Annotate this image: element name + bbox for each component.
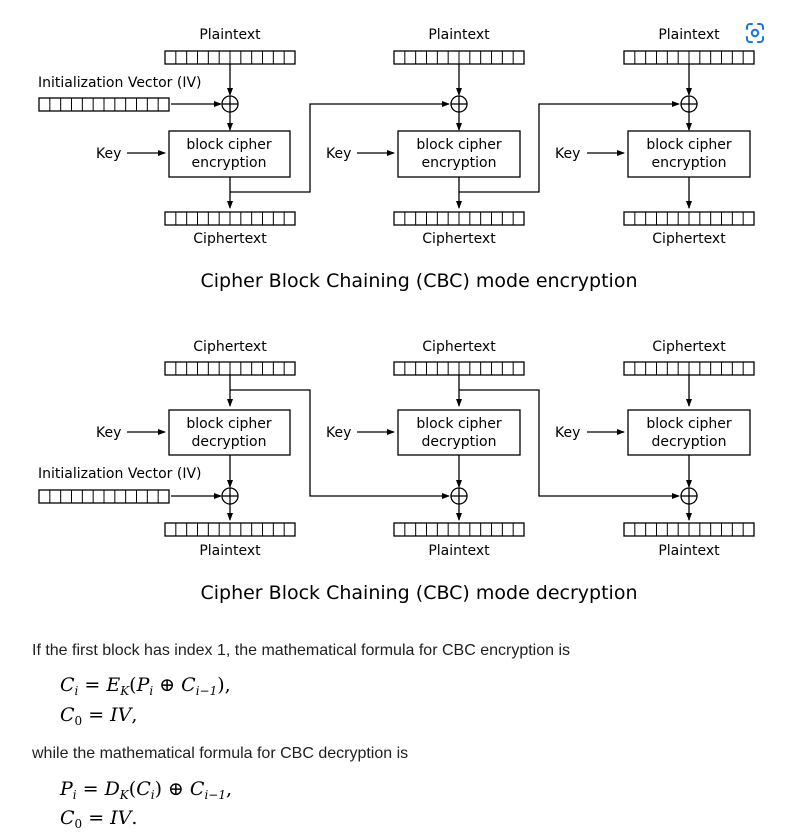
- article-section: If the first block has index 1, the math…: [0, 632, 793, 832]
- google-lens-icon: [746, 23, 764, 43]
- google-lens-button[interactable]: [739, 18, 771, 48]
- enc-bottom-label-3: Ciphertext: [652, 231, 726, 247]
- enc-block-line2-3: encryption: [652, 155, 727, 171]
- enc-block-cipher-box-1: [168, 130, 291, 178]
- encryption-diagram: Plaintext Plaintext Plaintext Initializa…: [38, 27, 755, 292]
- decryption-formula-line-1: Pi=DK(Ci)⊕Ci−1,: [60, 778, 233, 802]
- dec-block-cipher-box-2: [397, 409, 521, 456]
- enc-caption: Cipher Block Chaining (CBC) mode encrypt…: [200, 270, 637, 292]
- enc-top-label-2: Plaintext: [428, 27, 490, 43]
- enc-block-cipher-box-3: [627, 130, 751, 178]
- encryption-formula-intro: If the first block has index 1, the math…: [32, 642, 571, 659]
- enc-xor-icon-1: [221, 95, 239, 113]
- dec-ciphertext-register-2: [393, 361, 525, 376]
- enc-key-label-3: Key: [555, 146, 580, 162]
- enc-block-line2-2: encryption: [422, 155, 497, 171]
- dec-block-line1-2: block cipher: [416, 416, 502, 432]
- dec-block-line2-3: decryption: [652, 434, 727, 450]
- enc-ciphertext-register-3: [623, 211, 755, 226]
- enc-key-label-1: Key: [96, 146, 121, 162]
- dec-bottom-label-3: Plaintext: [658, 543, 720, 559]
- enc-plaintext-register-3: [623, 50, 755, 65]
- dec-block-line1-3: block cipher: [646, 416, 732, 432]
- enc-top-label-3: Plaintext: [658, 27, 720, 43]
- dec-block-cipher-box-3: [627, 409, 751, 456]
- enc-iv-label: Initialization Vector (IV): [38, 75, 202, 91]
- cbc-diagram: Plaintext Plaintext Plaintext Initializa…: [38, 27, 755, 604]
- dec-plaintext-register-3: [623, 522, 755, 537]
- dec-key-label-3: Key: [555, 425, 580, 441]
- enc-plaintext-register-2: [393, 50, 525, 65]
- enc-block-line2-1: encryption: [192, 155, 267, 171]
- dec-bottom-label-2: Plaintext: [428, 543, 490, 559]
- dec-block-line2-1: decryption: [192, 434, 267, 450]
- dec-iv-register: [38, 489, 170, 504]
- decryption-diagram: Ciphertext Ciphertext Ciphertext block c…: [38, 339, 755, 604]
- enc-block-cipher-box-2: [397, 130, 521, 178]
- dec-plaintext-register-1: [164, 522, 296, 537]
- enc-bottom-label-2: Ciphertext: [422, 231, 496, 247]
- dec-bottom-label-1: Plaintext: [199, 543, 261, 559]
- enc-plaintext-register-1: [164, 50, 296, 65]
- dec-plaintext-register-2: [393, 522, 525, 537]
- enc-block-line1-2: block cipher: [416, 137, 502, 153]
- enc-xor-icon-2: [450, 95, 468, 113]
- dec-ciphertext-register-1: [164, 361, 296, 376]
- enc-ciphertext-register-2: [393, 211, 525, 226]
- dec-iv-label: Initialization Vector (IV): [38, 466, 202, 482]
- enc-iv-register: [38, 97, 170, 112]
- dec-key-label-2: Key: [326, 425, 351, 441]
- dec-block-cipher-box-1: [168, 409, 291, 456]
- dec-ciphertext-register-3: [623, 361, 755, 376]
- dec-caption: Cipher Block Chaining (CBC) mode decrypt…: [200, 582, 637, 604]
- dec-xor-icon-2: [450, 487, 468, 505]
- enc-ciphertext-register-1: [164, 211, 296, 226]
- decryption-formula-line-2: C0=IV.: [60, 807, 138, 831]
- encryption-formula-line-1: Ci=EK(Pi⊕Ci−1),: [60, 674, 231, 698]
- dec-block-line1-1: block cipher: [186, 416, 272, 432]
- enc-block-line1-1: block cipher: [186, 137, 272, 153]
- enc-bottom-label-1: Ciphertext: [193, 231, 267, 247]
- dec-top-label-2: Ciphertext: [422, 339, 496, 355]
- dec-xor-icon-3: [680, 487, 698, 505]
- dec-key-label-1: Key: [96, 425, 121, 441]
- dec-xor-icon-1: [221, 487, 239, 505]
- dec-block-line2-2: decryption: [422, 434, 497, 450]
- encryption-formula-line-2: C0=IV,: [60, 704, 138, 728]
- dec-top-label-1: Ciphertext: [193, 339, 267, 355]
- decryption-formula-intro: while the mathematical formula for CBC d…: [32, 745, 409, 762]
- enc-xor-icon-3: [680, 95, 698, 113]
- enc-top-label-1: Plaintext: [199, 27, 261, 43]
- dec-top-label-3: Ciphertext: [652, 339, 726, 355]
- enc-key-label-2: Key: [326, 146, 351, 162]
- enc-block-line1-3: block cipher: [646, 137, 732, 153]
